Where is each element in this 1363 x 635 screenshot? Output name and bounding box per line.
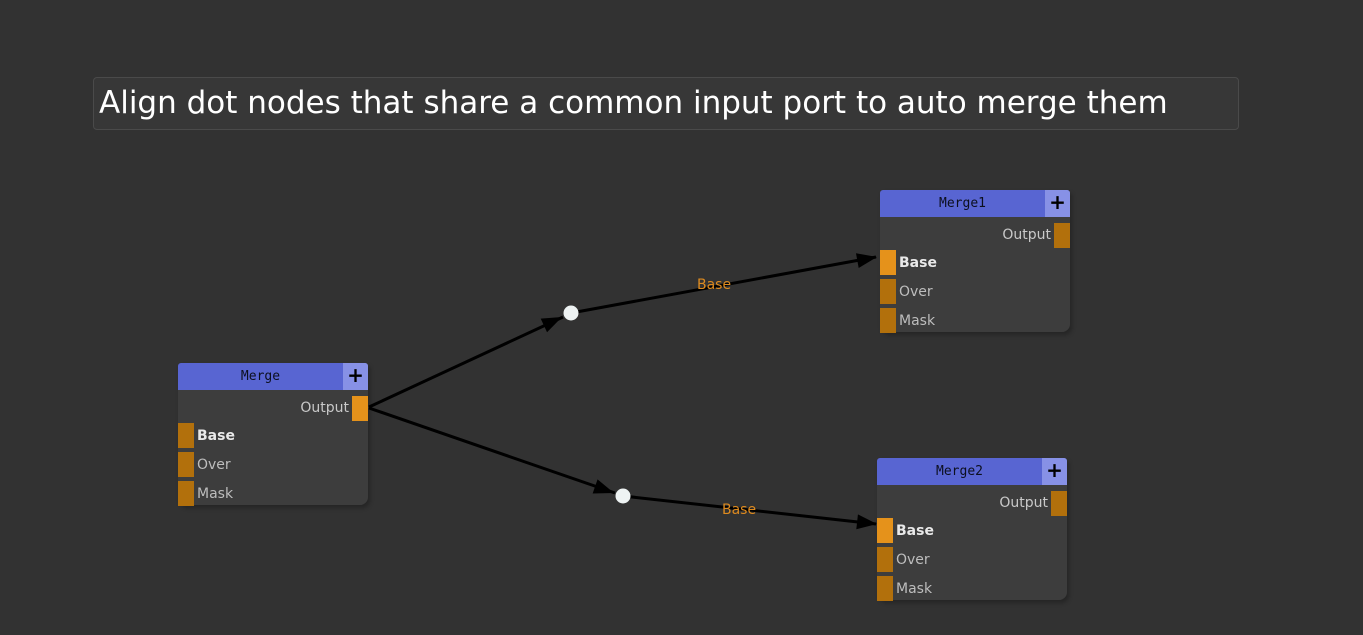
connection-label: Base <box>697 277 732 293</box>
input-port-label: Mask <box>899 312 936 329</box>
node-merge2[interactable]: Merge2 + Output Base Over Mask <box>877 458 1067 603</box>
output-port[interactable] <box>1051 490 1067 516</box>
connection-line[interactable] <box>622 494 877 526</box>
input-port-label: Base <box>899 254 937 271</box>
input-port-base[interactable] <box>880 250 896 275</box>
dot-node[interactable] <box>615 488 631 504</box>
input-port-over[interactable] <box>178 452 194 477</box>
node-body: Output Base Over Mask <box>880 217 1070 335</box>
node-body: Output Base Over Mask <box>178 390 368 508</box>
input-row-over: Over <box>877 545 1067 574</box>
input-row-base: Base <box>880 248 1070 277</box>
dot-node[interactable] <box>563 305 579 321</box>
input-port-label: Mask <box>896 580 933 597</box>
node-body: Output Base Over Mask <box>877 485 1067 603</box>
output-row: Output <box>880 222 1070 248</box>
output-port-label: Output <box>1002 227 1051 243</box>
input-row-base: Base <box>178 421 368 450</box>
node-header[interactable]: Merge2 + <box>877 458 1067 485</box>
input-row-mask: Mask <box>880 306 1070 335</box>
arrowhead-icon <box>855 253 877 268</box>
node-title: Merge1 <box>939 196 986 211</box>
input-port-label: Mask <box>197 485 234 502</box>
connection-line[interactable] <box>368 406 616 495</box>
arrowhead-icon <box>592 479 614 494</box>
output-row: Output <box>877 490 1067 516</box>
input-port-label: Over <box>899 283 933 300</box>
output-port-label: Output <box>999 495 1048 511</box>
node-merge1[interactable]: Merge1 + Output Base Over Mask <box>880 190 1070 335</box>
connection-label: Base <box>722 502 757 518</box>
add-input-button[interactable]: + <box>343 363 368 390</box>
arrowhead-icon <box>540 317 562 333</box>
node-header[interactable]: Merge + <box>178 363 368 390</box>
input-port-base[interactable] <box>178 423 194 448</box>
input-port-over[interactable] <box>877 547 893 572</box>
node-header[interactable]: Merge1 + <box>880 190 1070 217</box>
node-merge[interactable]: Merge + Output Base Over Mask <box>178 363 368 508</box>
input-port-over[interactable] <box>880 279 896 304</box>
output-port-label: Output <box>300 400 349 416</box>
input-port-base[interactable] <box>877 518 893 543</box>
output-row: Output <box>178 395 368 421</box>
connection-line[interactable] <box>368 315 564 409</box>
input-port-label: Base <box>896 522 934 539</box>
input-row-over: Over <box>178 450 368 479</box>
output-port[interactable] <box>1054 222 1070 248</box>
node-title: Merge2 <box>936 464 983 479</box>
output-port[interactable] <box>352 395 368 421</box>
page-title: Align dot nodes that share a common inpu… <box>93 77 1239 130</box>
input-port-mask[interactable] <box>880 308 896 333</box>
input-row-over: Over <box>880 277 1070 306</box>
input-port-label: Base <box>197 427 235 444</box>
arrowhead-icon <box>856 514 877 530</box>
input-row-mask: Mask <box>877 574 1067 603</box>
input-port-mask[interactable] <box>178 481 194 506</box>
input-row-base: Base <box>877 516 1067 545</box>
connection-line[interactable] <box>570 255 877 315</box>
add-input-button[interactable]: + <box>1042 458 1067 485</box>
node-title: Merge <box>240 369 281 384</box>
input-port-label: Over <box>197 456 231 473</box>
input-port-mask[interactable] <box>877 576 893 601</box>
input-port-label: Over <box>896 551 930 568</box>
input-row-mask: Mask <box>178 479 368 508</box>
add-input-button[interactable]: + <box>1045 190 1070 217</box>
